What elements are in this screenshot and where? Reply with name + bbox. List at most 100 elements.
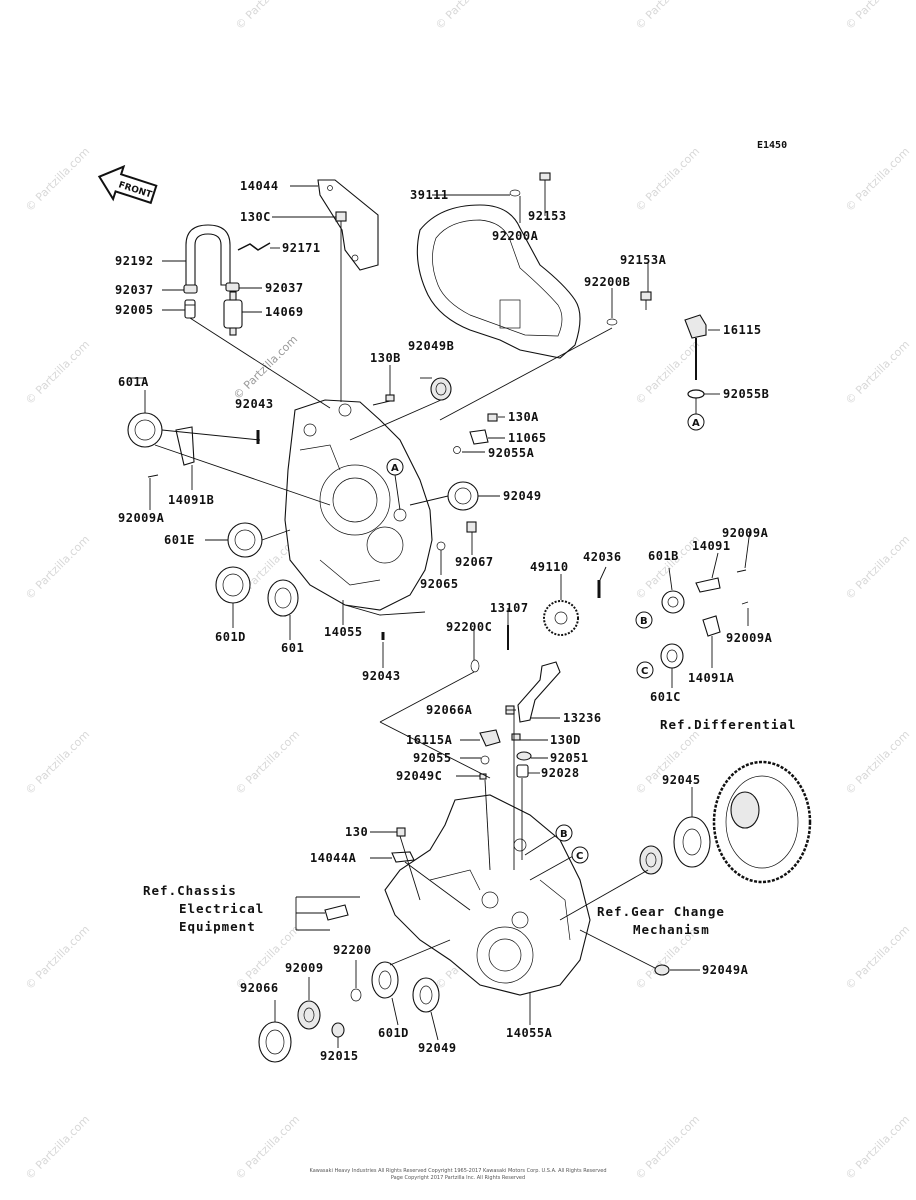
label-130d: 130D — [550, 733, 581, 747]
clamp-14044a — [391, 851, 415, 863]
label-14091a: 14091A — [688, 671, 735, 685]
plate-14091 — [695, 577, 721, 593]
label-92055b: 92055B — [723, 387, 769, 401]
label-14044: 14044 — [240, 179, 279, 193]
ref-gear-mechanism: Mechanism — [633, 922, 710, 937]
hose-92192 — [185, 224, 231, 286]
washer-92200 — [350, 988, 362, 1002]
label-601e: 601E — [164, 533, 195, 547]
watermark: © Partzilla.com — [23, 728, 92, 797]
fitting-92028 — [516, 764, 529, 778]
watermark: © Partzilla.com — [843, 338, 912, 407]
label-92049-a: 92049 — [503, 489, 542, 503]
label-92043-a: 92043 — [235, 397, 274, 411]
bearing-601d-b — [371, 961, 399, 999]
fitting-92005 — [184, 299, 196, 319]
gear-49110 — [543, 600, 579, 636]
svg-text:C: C — [576, 851, 583, 862]
front-arrow-icon: FRONT — [97, 164, 158, 205]
watermark: © Partzilla.com — [633, 1113, 702, 1182]
label-92067: 92067 — [455, 555, 494, 569]
washer-92200a — [509, 189, 521, 197]
label-601d-b: 601D — [378, 1026, 409, 1040]
seal-92049 — [447, 481, 479, 511]
callout-b2: B — [555, 824, 573, 842]
bolt-92153a — [640, 291, 652, 310]
label-92049a: 92049A — [702, 963, 749, 977]
watermark-layer: © Partzilla.com © Partzilla.com © Partzi… — [23, 0, 912, 1182]
callout-c2: C — [571, 846, 589, 864]
bearing-601e — [227, 522, 263, 558]
label-601b: 601B — [648, 549, 679, 563]
label-16115a: 16115A — [406, 733, 453, 747]
plug-92067 — [466, 521, 477, 533]
footer-line-1: Kawasaki Heavy Industries All Rights Res… — [310, 1168, 607, 1174]
bolt-92153 — [539, 172, 551, 194]
label-92200c: 92200C — [446, 620, 492, 634]
plug-92015 — [331, 1022, 345, 1038]
cap-11065 — [469, 429, 489, 445]
watermark: © Partzilla.com — [233, 728, 302, 797]
label-601d-a: 601D — [215, 630, 246, 644]
dipstick-16115 — [684, 314, 707, 380]
footer: Kawasaki Heavy Industries All Rights Res… — [310, 1168, 607, 1181]
lever-13236 — [517, 661, 561, 723]
watermark: © Partzilla.com — [233, 1113, 302, 1182]
bolt-130a — [487, 413, 498, 422]
bearing-601d — [215, 566, 251, 604]
ref-chassis-electrical: Electrical — [179, 901, 264, 916]
label-14044a: 14044A — [310, 851, 357, 865]
label-92049c: 92049C — [396, 769, 442, 783]
label-130: 130 — [345, 825, 368, 839]
watermark: © Partzilla.com — [843, 728, 912, 797]
bearing-601a — [127, 412, 163, 448]
svg-text:A: A — [692, 418, 700, 429]
label-92055a: 92055A — [488, 446, 535, 460]
watermark: © Partzilla.com — [633, 0, 702, 32]
label-92051: 92051 — [550, 751, 589, 765]
washer-92200c — [470, 659, 480, 673]
label-92037-a: 92037 — [115, 283, 154, 297]
label-92037-b: 92037 — [265, 281, 304, 295]
diagram-code: E1450 — [757, 140, 787, 151]
ref-chassis-equipment: Equipment — [179, 919, 256, 934]
leader-lines — [130, 185, 751, 1048]
watermark: © Partzilla.com — [233, 0, 302, 32]
watermark: © Partzilla.com — [843, 923, 912, 992]
seal-92049a — [654, 964, 670, 976]
watermark: © Partzilla.com — [433, 0, 502, 32]
watermark: © Partzilla.com — [843, 533, 912, 602]
label-14055: 14055 — [324, 625, 363, 639]
label-92192: 92192 — [115, 254, 154, 268]
label-601c: 601C — [650, 690, 681, 704]
seal-92049-b — [412, 977, 440, 1013]
label-92009: 92009 — [285, 961, 324, 975]
differential-gear — [712, 760, 812, 884]
seal-92049b — [430, 377, 452, 401]
screw-92009a-b — [736, 569, 747, 573]
clamp-92037 — [183, 282, 240, 294]
svg-text:B: B — [640, 616, 648, 627]
label-92009a-c: 92009A — [726, 631, 773, 645]
watermark: © Partzilla.com — [843, 145, 912, 214]
label-92171: 92171 — [282, 241, 321, 255]
chassis-connector — [324, 904, 349, 921]
bracket-14044 — [317, 179, 379, 271]
label-14091: 14091 — [692, 539, 731, 553]
label-92200b: 92200B — [584, 275, 630, 289]
label-92009a-b: 92009A — [722, 526, 769, 540]
label-49110: 49110 — [530, 560, 569, 574]
label-92153a: 92153A — [620, 253, 667, 267]
callout-c1: C — [636, 661, 654, 679]
watermark: © Partzilla.com — [23, 145, 92, 214]
label-13107: 13107 — [490, 601, 529, 615]
watermark: © Partzilla.com — [23, 1113, 92, 1182]
label-92200: 92200 — [333, 943, 372, 957]
footer-line-2: Page Copyright 2017 Partzilla Inc. All R… — [391, 1175, 525, 1181]
label-92055: 92055 — [413, 751, 452, 765]
bolt-130b — [372, 394, 395, 406]
svg-text:B: B — [560, 829, 568, 840]
watermark: © Partzilla.com — [843, 0, 912, 32]
label-130a: 130A — [508, 410, 539, 424]
